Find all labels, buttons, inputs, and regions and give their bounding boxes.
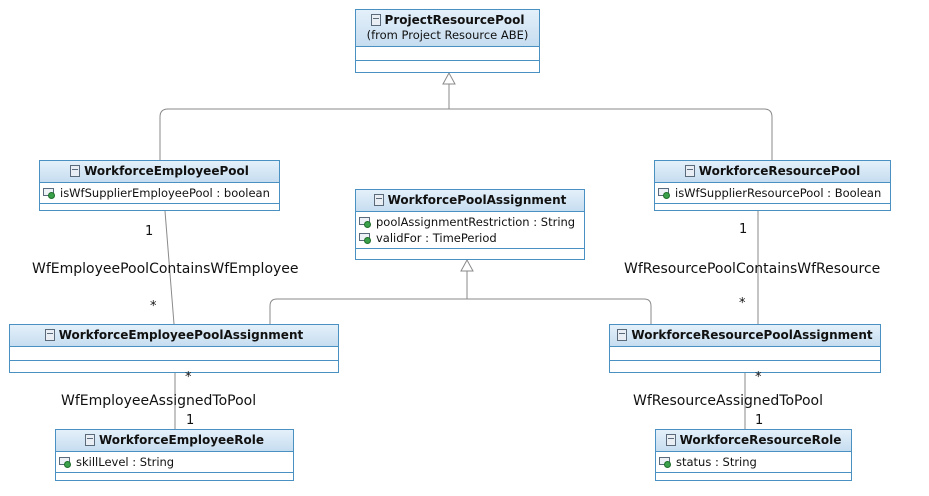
generalization-arrowhead-top xyxy=(442,71,456,85)
attribute-icon xyxy=(59,456,73,468)
attributes-compartment: isWfSupplierResourcePool : Boolean xyxy=(655,183,890,204)
generalization-employee-assignment xyxy=(269,271,468,324)
multiplicity-res-assigned-source: * xyxy=(755,370,762,385)
class-workforce-resource-pool-assignment[interactable]: WorkforceResourcePoolAssignment xyxy=(609,324,881,373)
attribute-row[interactable]: skillLevel : String xyxy=(59,454,290,470)
operations-compartment xyxy=(610,361,880,374)
attribute-icon xyxy=(43,187,57,199)
class-icon xyxy=(617,329,628,341)
attribute-icon xyxy=(659,456,673,468)
attribute-icon xyxy=(658,187,672,199)
class-project-resource-pool[interactable]: ProjectResourcePool (from Project Resour… xyxy=(355,9,540,73)
class-workforce-employee-pool[interactable]: WorkforceEmployeePool isWfSupplierEmploy… xyxy=(39,160,280,211)
multiplicity-emp-pool-source: 1 xyxy=(145,224,154,239)
class-name: WorkforceResourcePool xyxy=(698,164,861,178)
attributes-compartment: poolAssignmentRestriction : String valid… xyxy=(356,212,584,249)
class-name: WorkforceResourceRole xyxy=(679,433,842,447)
attribute-row[interactable]: isWfSupplierEmployeePool : boolean xyxy=(43,185,276,201)
class-name: WorkforcePoolAssignment xyxy=(387,193,567,207)
class-name: WorkforceEmployeePool xyxy=(84,164,249,178)
class-workforce-employee-pool-assignment[interactable]: WorkforceEmployeePoolAssignment xyxy=(9,324,339,373)
class-workforce-employee-role[interactable]: WorkforceEmployeeRole skillLevel : Strin… xyxy=(55,429,294,481)
association-emp-pool-contains xyxy=(164,210,175,325)
multiplicity-emp-assigned-target: 1 xyxy=(186,413,195,428)
attributes-compartment xyxy=(356,47,539,61)
class-icon xyxy=(44,329,55,341)
class-icon xyxy=(684,165,695,177)
association-label-emp-assigned[interactable]: WfEmployeeAssignedToPool xyxy=(61,393,257,409)
generalization-employee-pool xyxy=(159,84,450,160)
class-name: WorkforceEmployeeRole xyxy=(98,433,265,447)
multiplicity-res-pool-target: * xyxy=(739,296,746,311)
association-label-res-pool-contains[interactable]: WfResourcePoolContainsWfResource xyxy=(624,261,881,277)
operations-compartment xyxy=(655,204,890,217)
class-icon xyxy=(370,14,381,26)
operations-compartment xyxy=(10,361,338,374)
association-label-emp-pool-contains[interactable]: WfEmployeePoolContainsWfEmployee xyxy=(32,261,299,277)
attribute-row[interactable]: isWfSupplierResourcePool : Boolean xyxy=(658,185,887,201)
operations-compartment xyxy=(40,204,279,217)
class-name: WorkforceEmployeePoolAssignment xyxy=(58,328,304,342)
generalization-arrowhead-middle xyxy=(460,258,474,272)
multiplicity-emp-pool-target: * xyxy=(150,299,157,314)
operations-compartment xyxy=(356,61,539,74)
class-name: ProjectResourcePool xyxy=(384,13,525,27)
class-workforce-resource-role[interactable]: WorkforceResourceRole status : String xyxy=(655,429,852,481)
multiplicity-res-pool-source: 1 xyxy=(739,222,748,237)
attributes-compartment: isWfSupplierEmployeePool : boolean xyxy=(40,183,279,204)
class-workforce-pool-assignment[interactable]: WorkforcePoolAssignment poolAssignmentRe… xyxy=(355,189,585,260)
operations-compartment xyxy=(356,249,584,262)
attribute-row[interactable]: validFor : TimePeriod xyxy=(359,230,581,246)
attributes-compartment: status : String xyxy=(656,452,851,473)
association-label-res-assigned[interactable]: WfResourceAssignedToPool xyxy=(633,393,823,409)
generalization-resource-pool xyxy=(449,108,773,160)
generalization-resource-assignment xyxy=(467,298,652,324)
attributes-compartment: skillLevel : String xyxy=(56,452,293,473)
attribute-icon xyxy=(359,232,373,244)
attribute-row[interactable]: poolAssignmentRestriction : String xyxy=(359,214,581,230)
class-icon xyxy=(84,434,95,446)
operations-compartment xyxy=(56,473,293,486)
multiplicity-emp-assigned-source: * xyxy=(185,370,192,385)
class-workforce-resource-pool[interactable]: WorkforceResourcePool isWfSupplierResour… xyxy=(654,160,891,211)
operations-compartment xyxy=(656,473,851,486)
class-origin: (from Project Resource ABE) xyxy=(366,28,529,42)
attributes-compartment xyxy=(610,347,880,361)
class-icon xyxy=(665,434,676,446)
class-name: WorkforceResourcePoolAssignment xyxy=(631,328,873,342)
class-icon xyxy=(373,194,384,206)
attribute-icon xyxy=(359,216,373,228)
attribute-row[interactable]: status : String xyxy=(659,454,848,470)
multiplicity-res-assigned-target: 1 xyxy=(755,413,764,428)
attributes-compartment xyxy=(10,347,338,361)
class-icon xyxy=(70,165,81,177)
